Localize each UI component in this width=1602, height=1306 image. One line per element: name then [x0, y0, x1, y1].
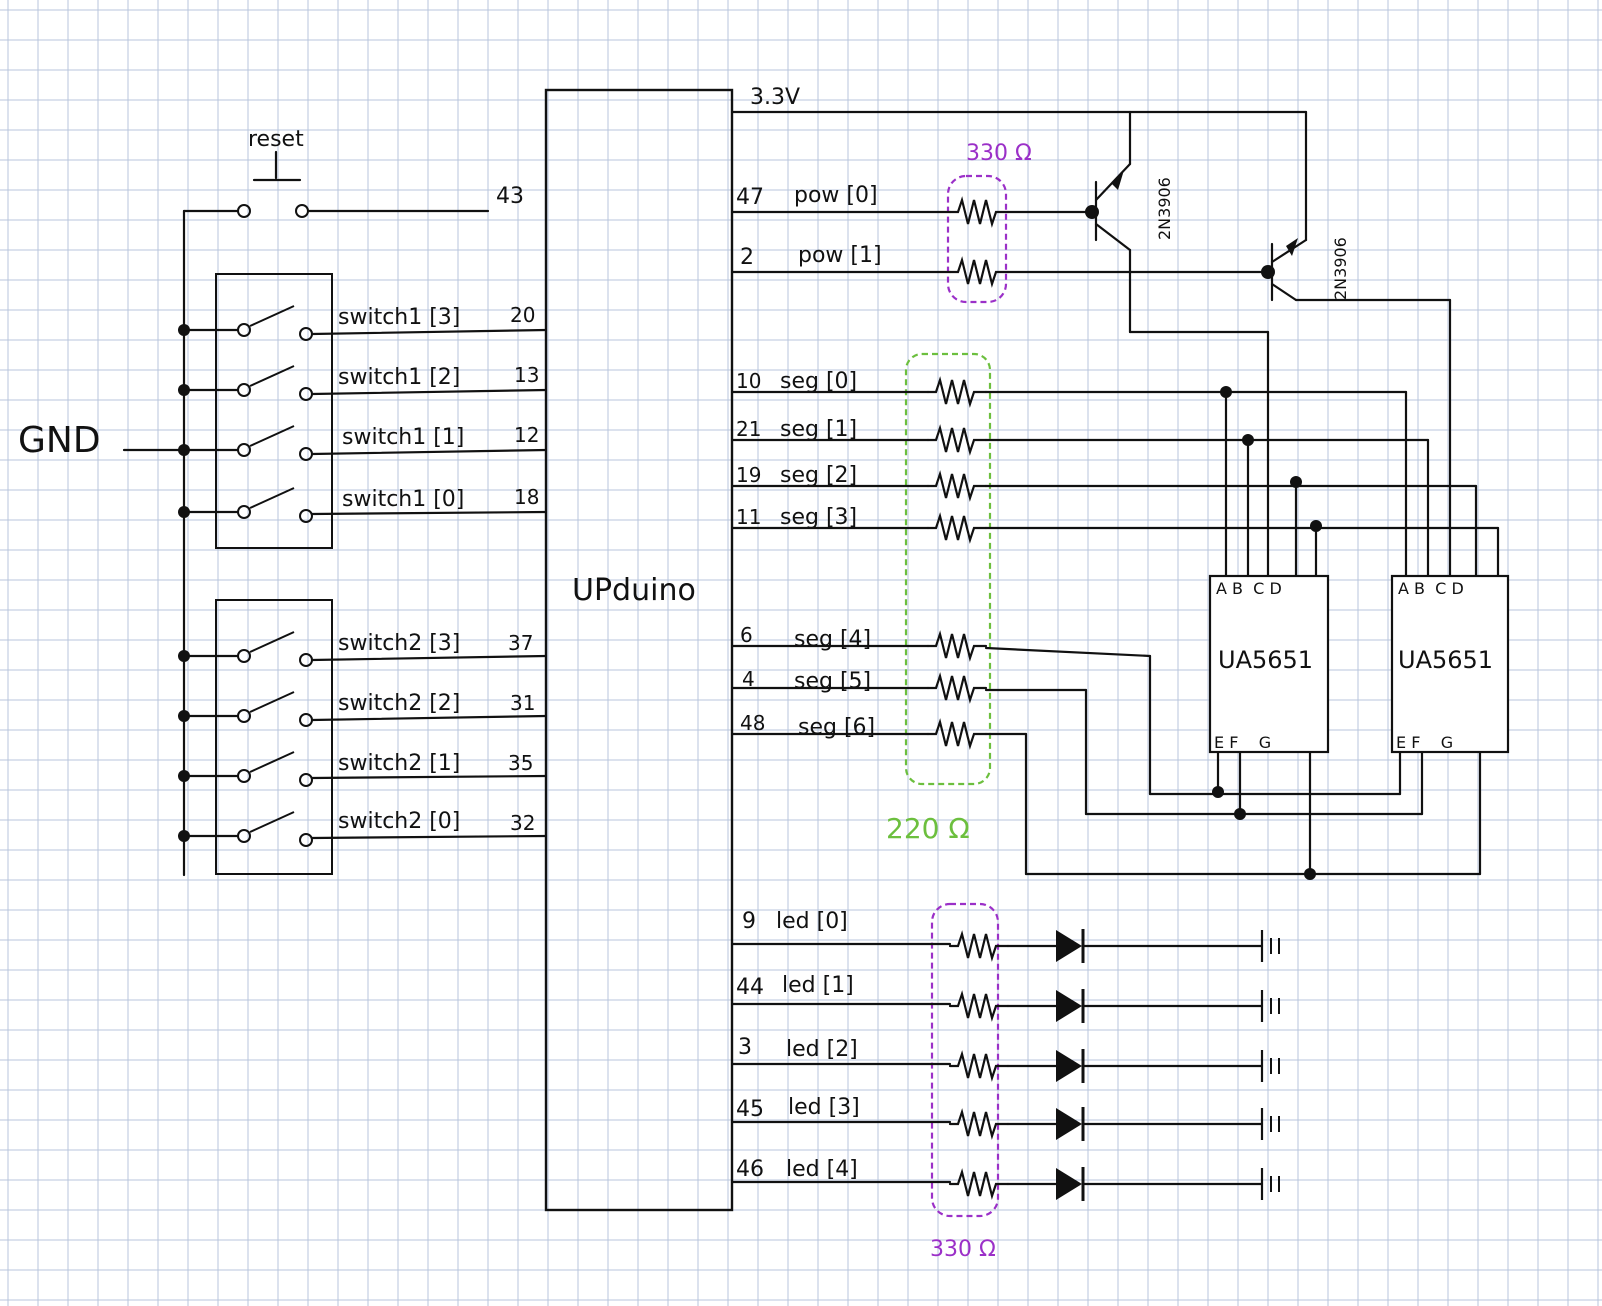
seg-resistor-value: 220 Ω	[886, 812, 970, 845]
display-2-name: UA5651	[1398, 646, 1493, 674]
pow1-label: pow [1]	[798, 243, 882, 268]
seg2-pin: 19	[736, 463, 761, 487]
switch1-0-label: switch1 [0]	[342, 487, 464, 512]
switch2-3	[178, 631, 548, 667]
switch1-1	[178, 425, 548, 461]
switch1-2-label: switch1 [2]	[338, 365, 460, 390]
display-2-top-pins: A B C D	[1398, 579, 1464, 598]
q2-label: 2N3906	[1331, 237, 1350, 300]
seg5-line	[730, 674, 1424, 820]
pow0-label: pow [0]	[794, 183, 878, 208]
switch1-3	[178, 305, 548, 341]
display-1-bottom-pins: E F G	[1214, 733, 1271, 752]
seg4-pin: 6	[740, 623, 753, 647]
switch2-3-label: switch2 [3]	[338, 631, 460, 656]
switch2-2	[178, 691, 548, 727]
switch2-1	[178, 751, 548, 787]
switch2-2-label: switch2 [2]	[338, 691, 460, 716]
seg5-pin: 4	[742, 667, 755, 691]
led0-label: led [0]	[776, 909, 848, 934]
led4-pin: 46	[736, 1157, 764, 1182]
switch2-0-pin: 32	[510, 811, 535, 835]
switch1-0	[178, 487, 548, 523]
display-1-top-pins: A B C D	[1216, 579, 1282, 598]
switch1-3-label: switch1 [3]	[338, 305, 460, 330]
led0-line	[730, 927, 1281, 965]
reset-button	[252, 150, 302, 182]
vcc-label: 3.3V	[750, 85, 800, 110]
led4-label: led [4]	[786, 1157, 858, 1182]
led3-label: led [3]	[788, 1095, 860, 1120]
seg0-line	[730, 378, 1408, 578]
led2-line	[730, 1047, 1281, 1085]
gnd-label: GND	[18, 420, 101, 461]
led2-pin: 3	[738, 1035, 752, 1060]
reset-label: reset	[248, 127, 304, 152]
q1-label: 2N3906	[1155, 177, 1174, 240]
pow-resistor-value: 330 Ω	[966, 141, 1032, 166]
switch2-bank	[215, 599, 333, 875]
led3-pin: 45	[736, 1097, 764, 1122]
switch2-1-pin: 35	[508, 751, 533, 775]
seg3-line	[730, 514, 1500, 578]
upduino-label: UPduino	[572, 573, 696, 608]
display-1-name: UA5651	[1218, 646, 1313, 674]
switch1-1-label: switch1 [1]	[342, 425, 464, 450]
display-1	[1208, 574, 1330, 754]
seg5-label: seg [5]	[794, 669, 871, 694]
seg0-label: seg [0]	[780, 369, 857, 394]
switch2-0-label: switch2 [0]	[338, 809, 460, 834]
q1-transistor	[1094, 162, 1132, 252]
led1-line	[730, 987, 1281, 1025]
reset-contact-left	[237, 204, 251, 218]
switch2-0	[178, 811, 548, 847]
seg6-pin: 48	[740, 711, 765, 735]
pow-resistor-group	[946, 174, 1008, 304]
display-2-bottom-pins: E F G	[1396, 733, 1453, 752]
led3-line	[730, 1105, 1281, 1143]
pow0-pin: 47	[736, 185, 764, 210]
seg4-line	[730, 632, 1402, 798]
reset-pin-number: 43	[496, 184, 524, 209]
upduino-board	[544, 88, 734, 1212]
switch2-3-pin: 37	[508, 631, 533, 655]
reset-contact-right	[295, 204, 309, 218]
switch1-1-pin: 12	[514, 423, 539, 447]
seg4-label: seg [4]	[794, 627, 871, 652]
switch1-2-pin: 13	[514, 363, 539, 387]
display-2	[1390, 574, 1510, 754]
pow1-pin: 2	[740, 245, 754, 270]
seg1-line	[730, 426, 1430, 578]
led2-label: led [2]	[786, 1037, 858, 1062]
switch1-2	[178, 365, 548, 401]
led-resistor-group	[930, 902, 1000, 1218]
seg-resistor-group	[904, 352, 992, 786]
seg6-line	[730, 720, 1482, 880]
led-resistor-value: 330 Ω	[930, 1237, 996, 1262]
led0-pin: 9	[742, 909, 756, 934]
switch1-3-pin: 20	[510, 303, 535, 327]
seg2-label: seg [2]	[780, 463, 857, 488]
switch1-0-pin: 18	[514, 485, 539, 509]
seg0-pin: 10	[736, 369, 761, 393]
led1-label: led [1]	[782, 973, 854, 998]
q2-transistor	[1270, 238, 1308, 302]
seg1-label: seg [1]	[780, 417, 857, 442]
switch2-2-pin: 31	[510, 691, 535, 715]
seg2-line	[730, 472, 1478, 578]
led1-pin: 44	[736, 975, 764, 1000]
seg3-label: seg [3]	[780, 505, 857, 530]
seg3-pin: 11	[736, 505, 761, 529]
led4-line	[730, 1165, 1281, 1203]
seg1-pin: 21	[736, 417, 761, 441]
switch2-1-label: switch2 [1]	[338, 751, 460, 776]
seg6-label: seg [6]	[798, 715, 875, 740]
switch1-bank	[215, 273, 333, 549]
